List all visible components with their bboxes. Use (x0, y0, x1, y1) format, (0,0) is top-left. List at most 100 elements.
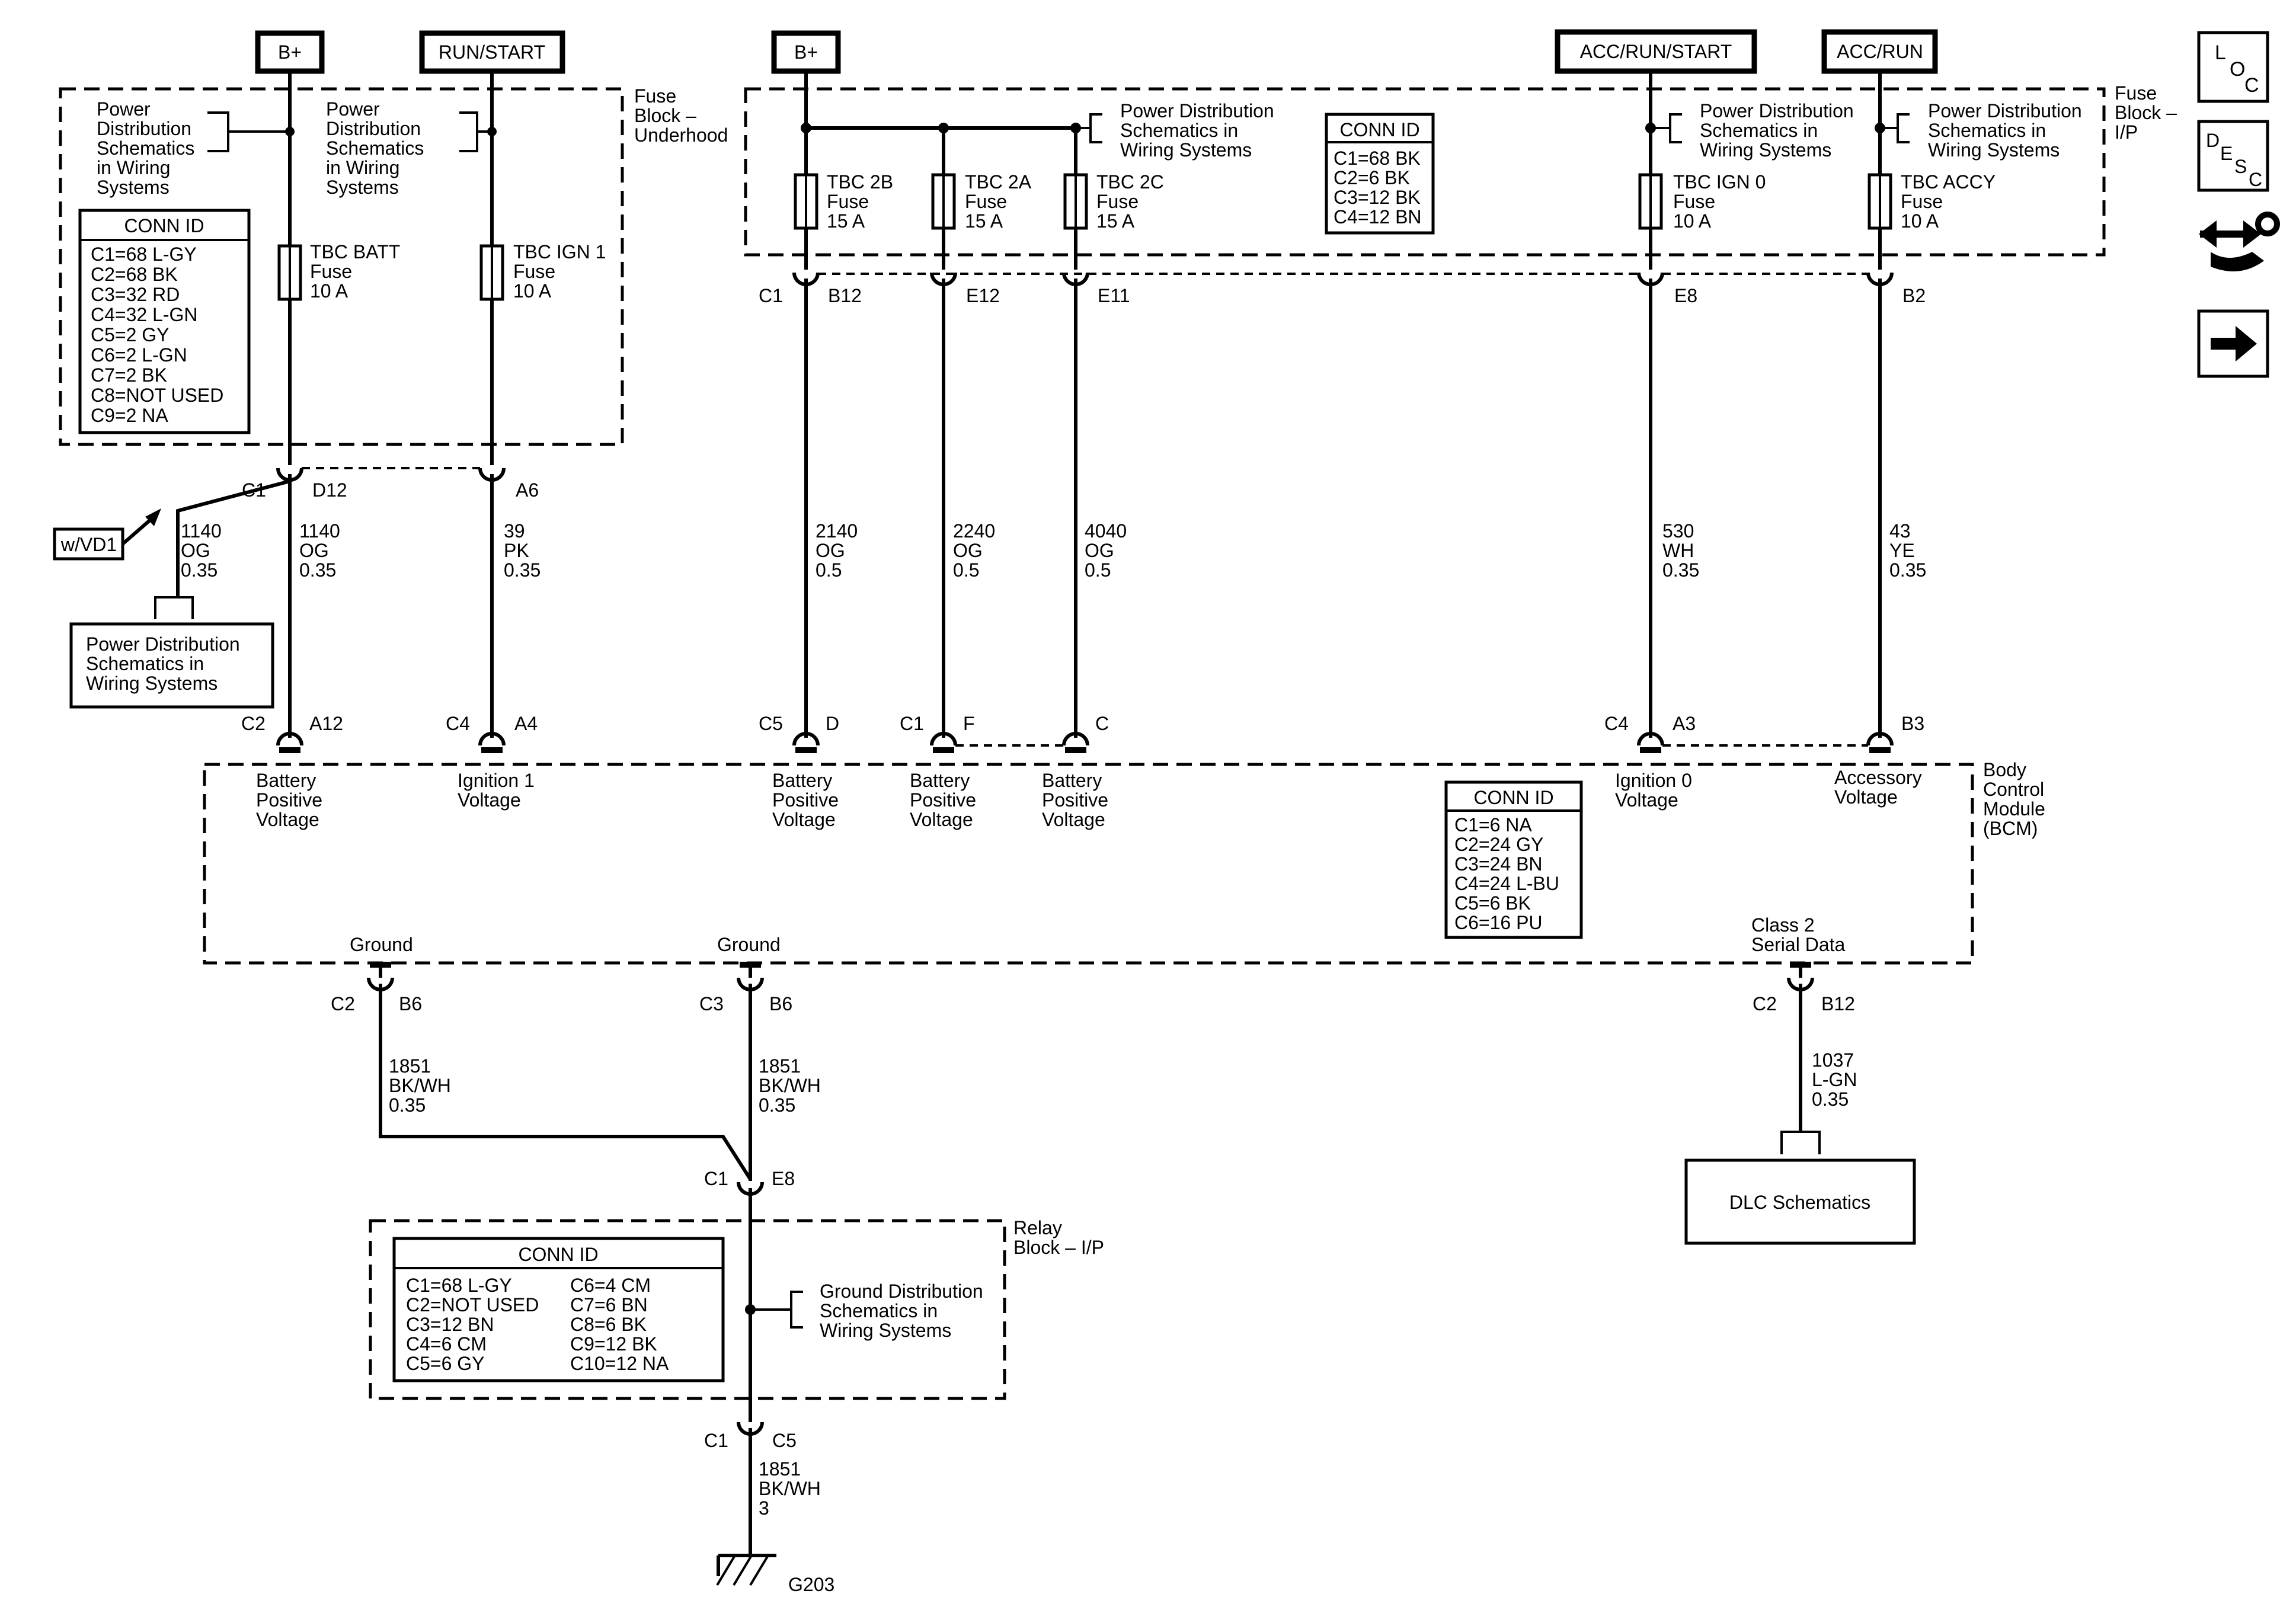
power-distribution-ref-5: Power Distribution Schematics in Wiring … (1651, 100, 1854, 161)
svg-text:C6=4 CM: C6=4 CM (570, 1275, 651, 1296)
bcm-ground-1-label: Ground (350, 934, 413, 955)
lower-pin-c2: C2 (331, 993, 355, 1014)
bcm-input-ignition-1: Ignition 1 Voltage (458, 770, 535, 811)
svg-text:Fuse: Fuse (310, 261, 352, 282)
svg-text:D: D (2206, 130, 2220, 151)
bcm-ground-2-label: Ground (717, 934, 781, 955)
svg-text:39: 39 (504, 520, 525, 542)
wire-label-2240: 2240 OG 0.5 (953, 520, 995, 581)
svg-text:10 A: 10 A (1673, 210, 1712, 232)
svg-text:Voltage: Voltage (458, 789, 521, 811)
conn-id-underhood-table: CONN ID C1=68 L-GY C2=68 BK C3=32 RD C4=… (78, 209, 251, 434)
fuse-block-ip-outline (744, 87, 2106, 257)
svg-text:C2=6 BK: C2=6 BK (1334, 167, 1410, 188)
svg-text:Schematics: Schematics (97, 137, 194, 159)
svg-text:CONN ID: CONN ID (1473, 787, 1553, 808)
svg-text:0.35: 0.35 (181, 559, 218, 581)
svg-text:C9=2 NA: C9=2 NA (91, 405, 168, 426)
svg-text:Wiring Systems: Wiring Systems (1120, 139, 1252, 161)
svg-text:C4=12 BN: C4=12 BN (1334, 206, 1422, 228)
svg-text:in Wiring: in Wiring (97, 157, 170, 178)
bcm-outline (203, 763, 1974, 965)
fuse-tbc-ign0-label: TBC IGN 0 Fuse 10 A (1673, 171, 1766, 232)
fuse-tbc-2b-symbol (795, 175, 817, 228)
svg-text:TBC 2B: TBC 2B (827, 171, 893, 193)
svg-text:TBC 2C: TBC 2C (1096, 171, 1164, 193)
wire-label-1851c: 1851 BK/WH 3 (759, 1458, 821, 1519)
svg-text:3: 3 (759, 1497, 769, 1519)
svg-text:Schematics in: Schematics in (86, 653, 204, 674)
svg-text:Voltage: Voltage (910, 809, 973, 830)
svg-text:Schematics in: Schematics in (1120, 120, 1238, 141)
svg-text:C: C (2249, 169, 2262, 190)
svg-text:10 A: 10 A (513, 280, 552, 302)
svg-text:Schematics in: Schematics in (1700, 120, 1818, 141)
svg-text:Battery: Battery (1042, 770, 1102, 791)
svg-text:0.35: 0.35 (389, 1094, 426, 1116)
supply-label: B+ (278, 41, 302, 63)
svg-text:BK/WH: BK/WH (759, 1478, 821, 1499)
svg-text:C6=2 L-GN: C6=2 L-GN (91, 344, 187, 366)
svg-text:Schematics in: Schematics in (820, 1300, 938, 1321)
loc-icon[interactable]: L O C (2197, 31, 2269, 103)
svg-text:Accessory: Accessory (1834, 767, 1922, 788)
relay-block-label: Relay Block – I/P (1013, 1217, 1104, 1258)
svg-text:0.35: 0.35 (1662, 559, 1699, 581)
svg-text:C3=12 BK: C3=12 BK (1334, 187, 1421, 208)
svg-text:OG: OG (1085, 540, 1114, 561)
svg-text:Fuse: Fuse (513, 261, 555, 282)
svg-text:C9=12 BK: C9=12 BK (570, 1333, 657, 1355)
svg-text:1140: 1140 (181, 520, 222, 542)
svg-text:Voltage: Voltage (1615, 789, 1678, 811)
lower-pin-c5: C5 (772, 1430, 797, 1451)
svg-text:10 A: 10 A (310, 280, 348, 302)
svg-text:Wiring Systems: Wiring Systems (1700, 139, 1831, 161)
svg-text:L-GN: L-GN (1812, 1069, 1857, 1090)
svg-text:Distribution: Distribution (326, 118, 421, 139)
wire-label-1851b: 1851 BK/WH 0.35 (759, 1055, 821, 1116)
svg-text:Systems: Systems (97, 177, 170, 198)
svg-text:Systems: Systems (326, 177, 399, 198)
svg-text:YE: YE (1889, 540, 1915, 561)
svg-text:C1=6 NA: C1=6 NA (1454, 814, 1532, 836)
svg-text:WH: WH (1662, 540, 1694, 561)
svg-text:Wiring Systems: Wiring Systems (820, 1320, 951, 1341)
supply-b-plus-2: B+ (771, 30, 841, 74)
supply-run-start: RUN/START (419, 30, 565, 74)
bcm-serial-data-label: Class 2 Serial Data (1751, 914, 1846, 955)
svg-text:C2=NOT USED: C2=NOT USED (406, 1294, 539, 1315)
fuse-tbc-ign1-label: TBC IGN 1 Fuse 10 A (513, 241, 606, 302)
bcm-pin-a12: A12 (309, 713, 343, 734)
wire-label-43: 43 YE 0.35 (1889, 520, 1926, 581)
svg-text:C7=2 BK: C7=2 BK (91, 364, 167, 386)
lower-pin-b6: B6 (399, 993, 422, 1014)
svg-text:TBC IGN 0: TBC IGN 0 (1673, 171, 1766, 193)
next-arrow-icon[interactable] (2197, 309, 2269, 378)
bcm-input-ignition-0: Ignition 0 Voltage (1615, 770, 1692, 811)
bcm-pin-b3: B3 (1901, 713, 1924, 734)
svg-text:2240: 2240 (953, 520, 995, 542)
svg-text:Voltage: Voltage (256, 809, 319, 830)
svg-text:I/P: I/P (2115, 121, 2138, 143)
svg-text:Voltage: Voltage (1834, 786, 1898, 808)
tool-wrench-icon[interactable] (2199, 212, 2280, 271)
svg-text:Positive: Positive (910, 789, 976, 811)
svg-text:Body: Body (1983, 759, 2026, 780)
svg-text:TBC 2A: TBC 2A (965, 171, 1032, 193)
svg-text:530: 530 (1662, 520, 1694, 542)
bcm-pin-f: F (963, 713, 975, 734)
svg-text:0.35: 0.35 (1812, 1089, 1849, 1110)
svg-text:CONN ID: CONN ID (518, 1244, 598, 1265)
svg-text:Positive: Positive (256, 789, 322, 811)
svg-text:C8=NOT USED: C8=NOT USED (91, 385, 223, 406)
svg-text:1140: 1140 (299, 520, 340, 542)
lower-pin-b6b: B6 (769, 993, 792, 1014)
desc-icon[interactable]: D E S C (2197, 120, 2269, 192)
conn-id-ip-table: CONN ID C1=68 BK C2=6 BK C3=12 BK C4=12 … (1325, 113, 1435, 235)
svg-text:Module: Module (1983, 798, 2045, 820)
supply-acc-run-start: ACC/RUN/START (1555, 29, 1757, 74)
svg-text:1851: 1851 (389, 1055, 431, 1077)
svg-text:1851: 1851 (759, 1458, 801, 1480)
svg-text:15 A: 15 A (965, 210, 1003, 232)
conn-id-relay-table: CONN ID C1=68 L-GY C2=NOT USED C3=12 BN … (392, 1237, 725, 1382)
